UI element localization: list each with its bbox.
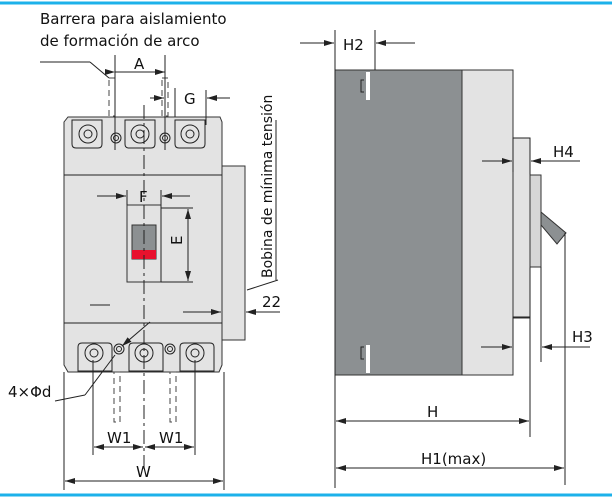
dim-E: E [168,236,186,245]
side-view: H2 H4 H3 H H1(max) [300,30,593,488]
dim-holes: 4×Φd [8,383,51,401]
dim-H3: H3 [572,328,593,346]
dim-W: W [136,463,151,481]
dim-F: F [139,188,148,206]
dim-H: H [427,403,438,421]
dim-22: 22 [262,293,281,311]
dim-G: G [184,90,196,108]
side-body-light [461,69,514,376]
barrier-label-line2: de formación de arco [40,32,200,50]
coil-label: Bobina de mínima tensión [260,95,276,278]
dim-W1-left: W1 [107,429,131,447]
undervoltage-coil-box [221,165,246,341]
barrier-label-line1: Barrera para aislamiento [40,10,227,28]
dim-H4: H4 [553,143,574,161]
front-view: Barrera para aislamiento de formación de… [8,10,281,490]
side-handle-base [529,174,542,268]
dim-H1-max: H1(max) [421,450,486,468]
dim-H2: H2 [343,36,364,54]
dim-A: A [134,55,145,73]
side-handle-lever [540,210,567,245]
handle-red-indicator [132,250,156,259]
dim-W1-right: W1 [159,429,183,447]
side-body-dark [334,69,463,376]
